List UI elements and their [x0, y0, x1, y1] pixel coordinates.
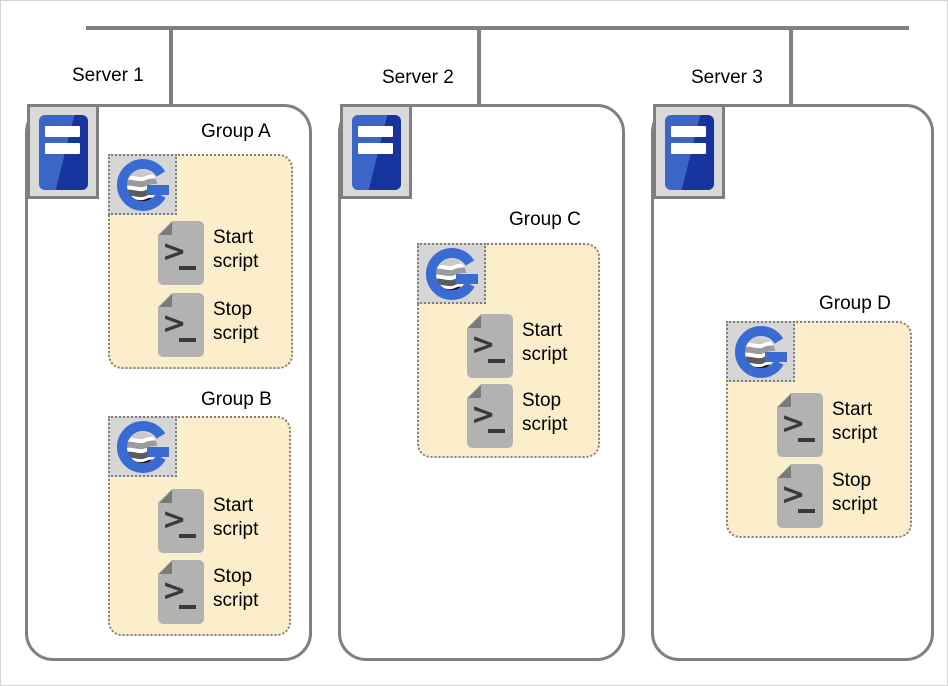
server3-label: Server 3 — [691, 67, 763, 88]
tower-slot — [671, 143, 706, 154]
shell-script-icon — [158, 221, 204, 285]
tower-slot — [45, 126, 80, 137]
group-c-label: Group C — [509, 209, 581, 230]
script-label: Stop script — [832, 470, 878, 515]
server1-label: Server 1 — [72, 65, 144, 86]
group-c-stop-script: Stop script — [467, 384, 617, 448]
shell-script-icon — [158, 293, 204, 357]
shell-script-icon — [777, 464, 823, 528]
group-d-start-script: Start script — [777, 393, 927, 457]
script-label: Stop script — [213, 566, 259, 611]
tower-graphic — [39, 115, 88, 190]
shell-script-icon — [467, 314, 513, 378]
script-label: Start script — [213, 227, 259, 272]
group-b-stop-script: Stop script — [158, 560, 308, 624]
group-d-label: Group D — [819, 293, 891, 314]
group-d-stop-script: Stop script — [777, 464, 927, 528]
tower-graphic — [665, 115, 714, 190]
group-globe-icon — [108, 416, 177, 477]
server3-connector-line — [789, 28, 793, 108]
server2-label: Server 2 — [382, 67, 454, 88]
script-label: Start script — [522, 320, 568, 365]
shell-script-icon — [158, 489, 204, 553]
tower-graphic — [352, 115, 401, 190]
group-a-label: Group A — [201, 121, 271, 142]
tower-slot — [358, 143, 393, 154]
server1-tower-icon — [27, 104, 99, 199]
tower-slot — [671, 126, 706, 137]
group-globe-icon — [417, 243, 486, 304]
script-label: Stop script — [213, 299, 259, 344]
tower-slot — [358, 126, 393, 137]
server2-tower-icon — [340, 104, 412, 199]
server1-connector-line — [169, 28, 173, 108]
shell-script-icon — [158, 560, 204, 624]
group-globe-icon — [108, 154, 177, 215]
shell-script-icon — [467, 384, 513, 448]
group-a-start-script: Start script — [158, 221, 308, 285]
group-c-start-script: Start script — [467, 314, 617, 378]
tower-slot — [45, 143, 80, 154]
network-trunk-line — [86, 26, 909, 30]
group-b-start-script: Start script — [158, 489, 308, 553]
server2-connector-line — [477, 28, 481, 108]
script-label: Start script — [832, 399, 878, 444]
server3-tower-icon — [653, 104, 725, 199]
group-globe-icon — [726, 321, 795, 382]
script-label: Stop script — [522, 390, 568, 435]
script-label: Start script — [213, 495, 259, 540]
group-b-label: Group B — [201, 389, 272, 410]
group-a-stop-script: Stop script — [158, 293, 308, 357]
shell-script-icon — [777, 393, 823, 457]
